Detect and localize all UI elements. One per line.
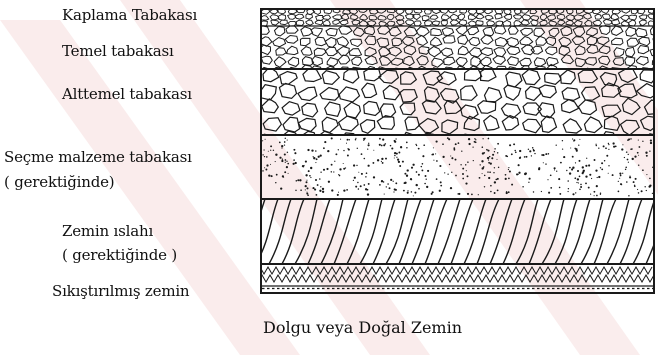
alttemel-layer [260,67,655,151]
zemin-islahi-layer [260,199,655,264]
pavement-cross-section [260,8,655,304]
diagram-caption: Dolgu veya Doğal Zemin [263,318,462,337]
layer-label-sikistirilmis: Sıkıştırılmış zemin [52,282,189,300]
layer-label-zemin-islahi: Zemin ıslahı [62,222,153,240]
layer-label-alttemel: Alttemel tabakası [62,85,192,103]
layer-label-temel: Temel tabakası [62,42,174,60]
layer-note-secme: ( gerektiğinde) [4,173,114,191]
layer-label-kaplama: Kaplama Tabakası [62,6,197,24]
layer-boundaries [260,9,655,293]
secme-layer [260,137,655,196]
layer-note-zemin-islahi: ( gerektiğinde ) [62,246,177,264]
layer-label-secme: Seçme malzeme tabakası [4,148,192,166]
sikistirilmis-layer [260,267,655,289]
